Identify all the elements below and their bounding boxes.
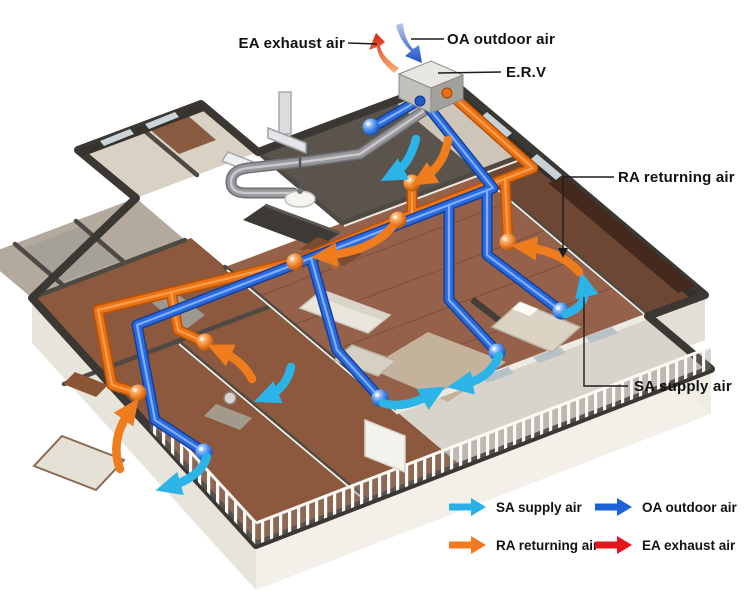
legend-label-ra: RA returning air: [496, 537, 599, 553]
outdoor-arrow-icon: [595, 498, 632, 516]
supply-diffuser: [362, 118, 380, 136]
supply-arrow-icon: [449, 498, 486, 516]
return-grille: [196, 333, 214, 351]
supply-air-arrow: [447, 351, 504, 395]
legend-label-sa: SA supply air: [496, 499, 582, 515]
ea-exhaust-ribbon-arrow: [369, 33, 399, 73]
supply-air-arrow: [253, 362, 296, 404]
label-ra-returning-air: RA returning air: [618, 169, 735, 186]
return-air-arrow: [410, 135, 453, 186]
legend-label-oa: OA outdoor air: [642, 499, 737, 515]
return-grille: [499, 233, 517, 251]
erv-supply-port: [414, 95, 426, 107]
label-erv: E.R.V: [506, 64, 547, 81]
bed-small: [32, 434, 126, 492]
return-air-arrow: [311, 222, 397, 267]
return-air-arrow: [207, 344, 257, 384]
legend-item-ra: RA returning air: [449, 534, 599, 556]
return-grille: [403, 174, 421, 192]
return-grille: [286, 253, 304, 271]
supply-air-arrow: [155, 452, 212, 496]
vent-stack: [278, 91, 292, 135]
wall-highlights: [178, 153, 651, 503]
range-hood: [267, 126, 307, 155]
label-ea-exhaust-air: EA exhaust air: [238, 35, 345, 52]
legend-item-oa: OA outdoor air: [595, 496, 747, 518]
tv-panel: [470, 297, 504, 325]
return-air-arrow: [112, 398, 139, 474]
label-oa-outdoor-air: OA outdoor air: [447, 31, 556, 48]
supply-air-arrow: [380, 134, 421, 182]
supply-air-arrow: [378, 386, 446, 410]
balcony-pillar: [364, 418, 406, 474]
supply-air-arrows: [155, 134, 599, 496]
left-room-table: [63, 372, 108, 397]
supply-air-arrow: [560, 271, 599, 319]
return-air-arrow: [511, 236, 584, 277]
pendant-lamp: [284, 158, 316, 208]
oa-intake-ribbon-arrow: [396, 23, 422, 63]
callout-line-sa: [583, 297, 628, 387]
legend-item-sa: SA supply air: [449, 496, 595, 518]
callout-line-ea: [347, 42, 378, 45]
furniture: [32, 91, 695, 492]
return-grille: [129, 384, 147, 402]
legend-item-ea: EA exhaust air: [595, 534, 747, 556]
exhaust-arrow-icon: [595, 536, 632, 554]
office-desk: [204, 404, 252, 430]
legend: SA supply air OA outdoor air RA returnin…: [449, 496, 747, 556]
office-chair: [223, 391, 237, 405]
return-air-arrows: [112, 135, 584, 474]
callout-lines: [347, 38, 628, 387]
wardrobe: [548, 177, 695, 293]
callout-line-ra: [562, 176, 614, 250]
kitchen-island: [243, 205, 340, 248]
callout-arrowhead-ra: [558, 248, 568, 258]
label-sa-supply-air: SA supply air: [634, 378, 732, 395]
callout-line-erv: [437, 71, 502, 74]
return-arrow-icon: [449, 536, 486, 554]
erv-unit: [397, 60, 465, 114]
nw-windows: [100, 112, 179, 146]
balcony-railing: [148, 345, 712, 545]
legend-label-ea: EA exhaust air: [642, 537, 736, 553]
erv-return-port: [441, 87, 453, 99]
